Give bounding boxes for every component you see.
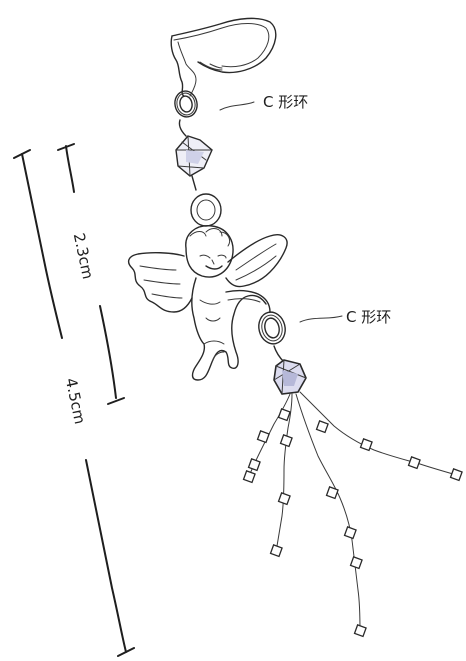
dimension-line-short: [57, 143, 125, 405]
middle-c-ring: [258, 311, 286, 363]
middle-ring-label: C 形环: [346, 308, 392, 326]
cherub-charm: [127, 225, 288, 381]
top-c-ring: [174, 90, 198, 137]
middle-crystal-bead: [273, 359, 307, 395]
label-leaders: [219, 101, 343, 323]
angel-top-loop: [190, 175, 222, 227]
dimension-line-long: [13, 149, 135, 657]
top-ring-label: C 形环: [263, 93, 309, 111]
ear-cuff-hook: [170, 17, 277, 97]
dangling-chains: [242, 391, 463, 638]
top-crystal-bead: [175, 135, 213, 177]
